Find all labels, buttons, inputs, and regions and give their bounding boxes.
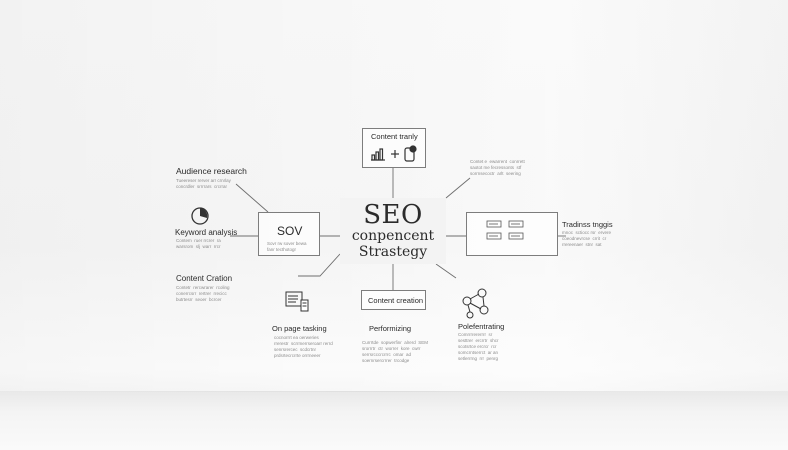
dashboard-box	[466, 212, 558, 256]
floor	[0, 392, 788, 450]
trading-desc: mnoc sctiocc rsr ervere coeodnevrcse crr…	[562, 230, 612, 247]
connector-audience	[235, 183, 269, 213]
sov-label: SOV	[277, 224, 303, 238]
sov-box: SOV Sovr rw sover bewa fanr tecthotogr	[258, 212, 320, 256]
sov-desc: Sovr rw sover bewa fanr tecthotogr	[267, 241, 307, 252]
connector-topright	[445, 177, 471, 199]
center-title-line3: Strastegy	[358, 244, 428, 260]
performizing-desc: Currrtde sopwerfinr alrerd SEM srorrrtr …	[362, 340, 429, 363]
bottom-box-label: Content creation	[368, 296, 424, 305]
content-creation-left-title: Content Cration	[176, 274, 233, 283]
bar-chart-icon	[371, 148, 385, 161]
top-right-desc: Contet e ewarrent conrrett saotot me fec…	[470, 159, 525, 176]
center-strategy-block: SEO conpencent Strastegy	[340, 198, 446, 264]
center-title-line2: conpencent	[351, 228, 435, 244]
connector-onpage	[298, 253, 341, 277]
onpage-tasking-title: On page tasking	[272, 324, 327, 333]
audience-research-title: Audience research	[176, 166, 247, 176]
gauge-icon	[191, 207, 209, 225]
keyword-analysis-desc: Contem ruer rrcrer ra warsrom slj warr r…	[176, 238, 221, 249]
trading-title: Tradinss tnggis	[562, 220, 613, 229]
audience-research-desc: Tueereser rerver arr crnrlay concrdler s…	[176, 178, 231, 189]
center-title-seo: SEO	[363, 200, 423, 230]
bottom-box: Content creation	[361, 290, 426, 310]
network-icon	[462, 288, 489, 319]
polefentrating-title: Polefentrating	[458, 322, 505, 331]
top-box-label: Content tranly	[371, 132, 418, 141]
top-box: Content tranly	[362, 128, 426, 168]
dashboard-window-icon	[486, 220, 524, 240]
connector-lowerright	[435, 263, 457, 279]
content-creation-left-desc: Contetr rercwrarer rcoling conerrcsrr re…	[176, 285, 230, 302]
performizing-title: Performizing	[369, 324, 412, 333]
page-icon	[285, 291, 309, 312]
onpage-tasking-desc: cocnorrrt ea oerweries rrerestr scrrmerr…	[274, 335, 333, 358]
top-box-icons	[371, 145, 417, 162]
plus-icon	[391, 150, 399, 158]
polefentrating-desc: Comrrrrererrrr sr sesttrer ercrrtr shcr …	[458, 332, 499, 361]
mobile-icon	[404, 145, 417, 162]
keyword-analysis-title: Keyword analysis	[175, 228, 238, 237]
